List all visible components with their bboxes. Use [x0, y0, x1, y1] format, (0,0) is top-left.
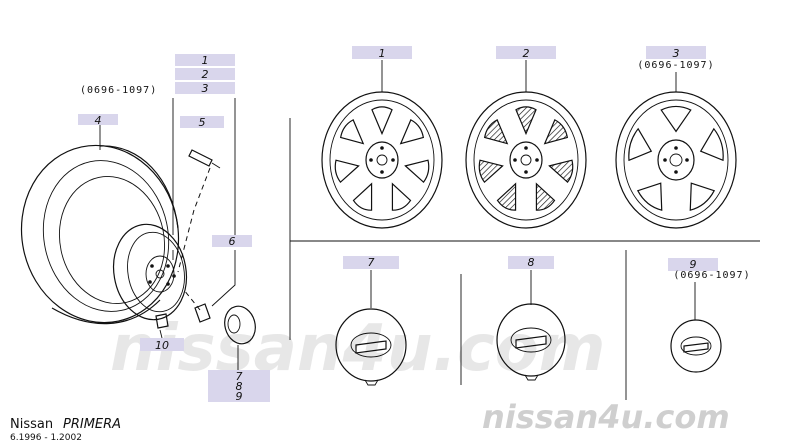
svg-text:8: 8: [236, 380, 243, 393]
wheel-2-label: 2: [523, 47, 530, 60]
wheel-3-drawing: 3 (0696-1097): [615, 46, 737, 229]
valve-drawing: [188, 149, 221, 169]
svg-text:4: 4: [95, 114, 102, 127]
cap-7-drawing: 7: [335, 256, 407, 386]
watermark-small: nissan4u.com: [482, 398, 730, 436]
label-1-left: 1: [175, 54, 235, 67]
cap-8-label: 8: [528, 256, 535, 269]
wheel-2-drawing: 2: [465, 46, 587, 229]
wheel-nut-drawing: [194, 303, 211, 323]
cap-9-note: (0696-1097): [673, 270, 750, 281]
label-5: 5: [180, 116, 224, 129]
label-10: 10: [140, 338, 184, 352]
watermark-large: nissan4u.com: [110, 312, 605, 386]
label-4: 4: [78, 114, 118, 127]
svg-text:10: 10: [155, 339, 169, 352]
cap-7-label-box: [343, 256, 399, 269]
cap-9-label: 9: [690, 258, 697, 271]
footer-model: PRIMERA: [63, 417, 121, 432]
tyre-drawing: [20, 144, 180, 325]
balance-weight-drawing: [155, 313, 169, 329]
wheel-3-label-box: [646, 46, 706, 59]
steel-rim-drawing: [112, 223, 188, 321]
wheel-1-label: 1: [379, 47, 386, 60]
cap-7-label: 7: [368, 256, 375, 269]
svg-text:9: 9: [236, 390, 243, 403]
cap-9-drawing: 9 (0696-1097): [668, 258, 750, 373]
svg-text:3: 3: [202, 82, 209, 95]
cap-9-label-box: [668, 258, 718, 271]
wheel-2-label-box: [496, 46, 556, 59]
cap-8-drawing: 8: [496, 256, 566, 381]
label-6: 6: [212, 235, 252, 248]
date-note-left: (0696-1097): [80, 85, 157, 96]
cap-8-label-box: [508, 256, 554, 269]
wheel-1-label-box: [352, 46, 412, 59]
wheel-1-drawing: 1: [321, 46, 443, 229]
svg-text:5: 5: [199, 116, 206, 129]
small-cap-drawing: [224, 305, 256, 345]
label-2-left: 2: [175, 68, 235, 81]
svg-text:6: 6: [229, 235, 236, 248]
svg-text:1: 1: [202, 54, 209, 67]
wheel-3-label: 3: [673, 47, 680, 60]
label-3-left: 3: [175, 82, 235, 95]
label-789-left: 7 8 9: [208, 370, 270, 403]
footer-date-range: 6.1996 - 1.2002: [10, 433, 82, 443]
svg-text:7: 7: [236, 370, 243, 383]
svg-text:2: 2: [202, 68, 209, 81]
wheel-3-note: (0696-1097): [637, 60, 714, 71]
footer-brand: Nissan: [10, 417, 53, 432]
